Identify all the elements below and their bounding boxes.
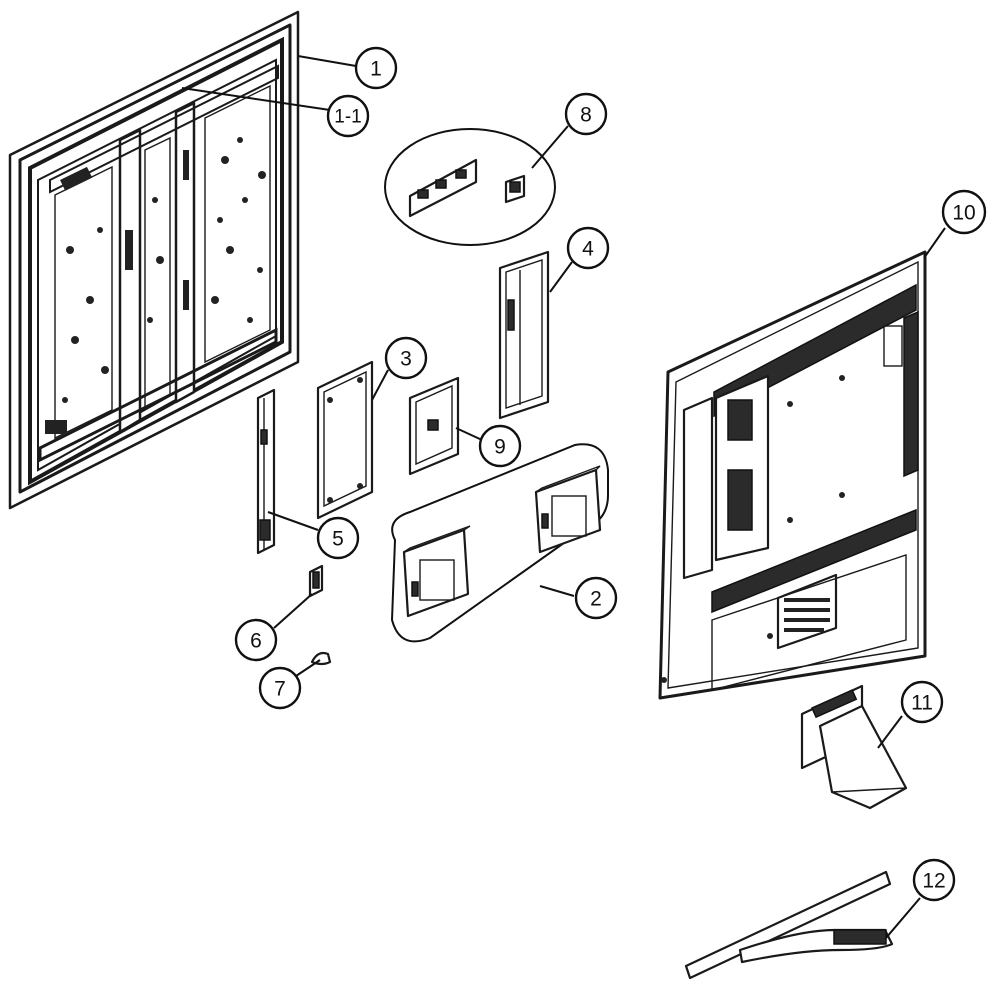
svg-text:1: 1 (370, 58, 382, 81)
callout-11: 11 (900, 680, 944, 724)
part-2-speakers-group (390, 443, 609, 643)
part-8-terminal-group (384, 128, 556, 246)
svg-text:7: 7 (274, 678, 286, 701)
part-5-key-board (256, 388, 276, 555)
svg-text:8: 8 (580, 104, 592, 127)
callout-12: 12 (912, 858, 956, 902)
part-12-stand-base (684, 870, 894, 980)
svg-text:11: 11 (911, 692, 933, 715)
callout-7: 7 (258, 666, 302, 710)
callout-1-1: 1-1 (326, 94, 370, 138)
svg-text:2: 2 (590, 588, 602, 611)
part-6-component (308, 564, 324, 598)
callout-6: 6 (234, 618, 278, 662)
callout-8: 8 (564, 92, 608, 136)
part-1-panel (8, 10, 300, 510)
callout-5: 5 (316, 516, 360, 560)
part-10-rear-cover (658, 250, 927, 700)
part-3-main-board (316, 360, 374, 520)
callout-1: 1 (354, 46, 398, 90)
rear-cover-holes (661, 375, 845, 683)
svg-text:5: 5 (332, 528, 344, 551)
callout-9: 9 (478, 424, 522, 468)
callout-10: 10 (941, 189, 987, 235)
callout-2: 2 (574, 576, 618, 620)
part-11-stand-neck (800, 684, 908, 810)
callout-4: 4 (566, 226, 610, 270)
svg-text:4: 4 (582, 238, 594, 261)
svg-text:12: 12 (922, 870, 945, 893)
part-4-power-board (498, 250, 550, 420)
callout-3: 3 (384, 336, 428, 380)
svg-text:10: 10 (952, 202, 975, 225)
svg-text:1-1: 1-1 (334, 107, 361, 128)
svg-text:3: 3 (400, 348, 412, 371)
panel-holes (45, 137, 266, 434)
svg-text:9: 9 (494, 436, 506, 459)
rear-grill-slots (784, 598, 830, 632)
svg-text:6: 6 (250, 630, 262, 653)
part-9-board (408, 376, 460, 476)
leader-lines (181, 55, 946, 939)
